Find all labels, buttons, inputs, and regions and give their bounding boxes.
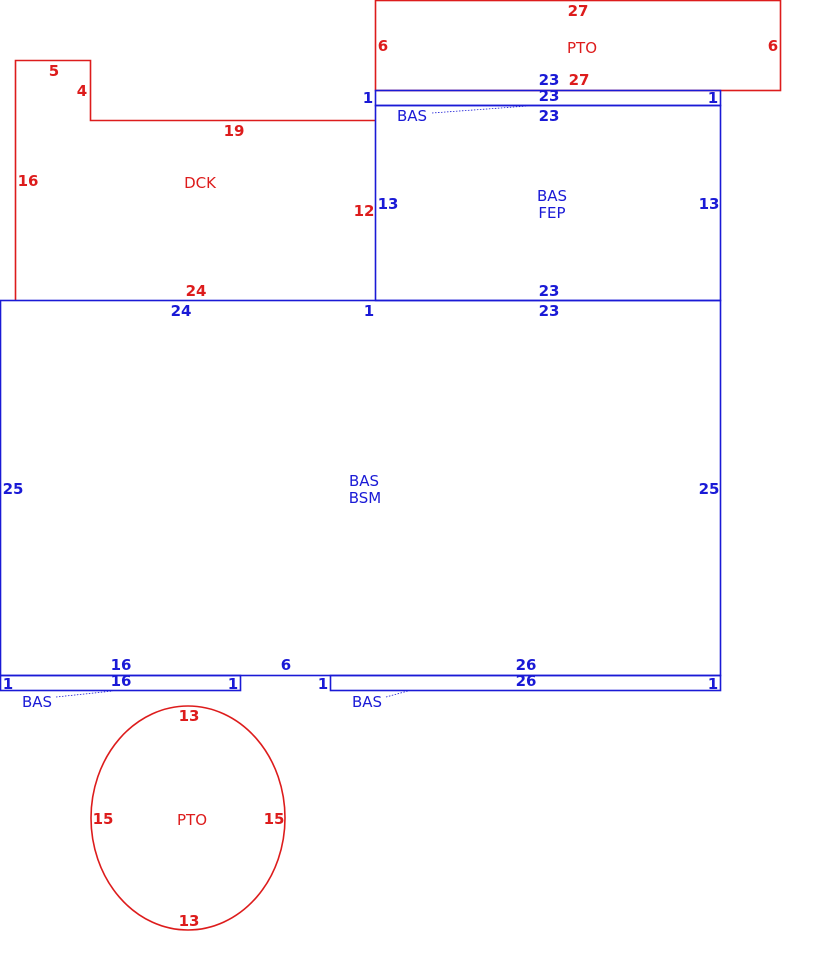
fep-dim-left: 13 xyxy=(378,195,399,213)
dck-dim-top: 19 xyxy=(224,122,245,140)
bas-strip-right-leader xyxy=(385,690,409,698)
pto-oval-dim-left: 15 xyxy=(93,810,114,828)
dck-outline xyxy=(14,59,376,300)
pto-top-dim-bottom: 27 xyxy=(569,71,590,89)
bas-strip-top-dim-left: 1 xyxy=(363,89,373,107)
bas-strip-right-label: BAS xyxy=(352,693,382,711)
pto-oval-dim-right: 15 xyxy=(264,810,285,828)
dck-dim-step-top: 5 xyxy=(49,62,59,80)
bsm-label: BAS xyxy=(349,472,379,490)
bas-strip-left-outline xyxy=(0,674,242,692)
bas-strip-top-leader xyxy=(431,105,529,114)
pto-oval-outline xyxy=(90,705,286,931)
pto-top-dim-left: 6 xyxy=(378,37,388,55)
pto-oval-dim-top: 13 xyxy=(179,707,200,725)
bas-strip-right-outline xyxy=(329,674,722,692)
bas-strip-left-label: BAS xyxy=(22,693,52,711)
fep-dim-right: 13 xyxy=(699,195,720,213)
bas-strip-right-dim-right: 1 xyxy=(708,675,718,693)
bas-strip-top-dim-bottom: 23 xyxy=(539,87,560,105)
bas-strip-top-dim-top: 23 xyxy=(539,71,560,89)
fep-dim-top: 23 xyxy=(539,107,560,125)
fep-sub-label: FEP xyxy=(538,204,565,222)
bas-strip-left-dim-right: 1 xyxy=(228,675,238,693)
pto-top-dim-top: 27 xyxy=(568,2,589,20)
bsm-dim-top-mid: 1 xyxy=(364,302,374,320)
pto-top-label: PTO xyxy=(567,39,597,57)
bsm-dim-top-right: 23 xyxy=(539,302,560,320)
dck-dim-step-right: 4 xyxy=(77,82,87,100)
bsm-dim-bottom-right: 26 xyxy=(516,656,537,674)
dck-dim-left: 16 xyxy=(18,172,39,190)
bas-strip-left-dim-top: 16 xyxy=(111,672,132,690)
bas-strip-top-dim-right: 1 xyxy=(708,89,718,107)
bas-strip-top-label: BAS xyxy=(397,107,427,125)
pto-oval-dim-bottom: 13 xyxy=(179,912,200,930)
bsm-dim-left: 25 xyxy=(3,480,24,498)
bsm-dim-right: 25 xyxy=(699,480,720,498)
pto-top-dim-right: 6 xyxy=(768,37,778,55)
bas-strip-right-dim-left: 1 xyxy=(318,675,328,693)
dck-label: DCK xyxy=(184,174,217,192)
bas-strip-left-leader xyxy=(55,690,114,698)
fep-dim-bottom: 23 xyxy=(539,282,560,300)
bsm-dim-bottom-left: 16 xyxy=(111,656,132,674)
bsm-sub-label: BSM xyxy=(349,489,382,507)
bsm-dim-bottom-mid: 6 xyxy=(281,656,291,674)
fep-label: BAS xyxy=(537,187,567,205)
bsm-dim-top-left: 24 xyxy=(171,302,192,320)
pto-oval-label: PTO xyxy=(177,811,207,829)
dck-dim-bottom: 24 xyxy=(186,282,207,300)
dck-dim-right: 12 xyxy=(354,202,375,220)
bas-strip-left-dim-left: 1 xyxy=(3,675,13,693)
bas-strip-right-dim-top: 26 xyxy=(516,672,537,690)
